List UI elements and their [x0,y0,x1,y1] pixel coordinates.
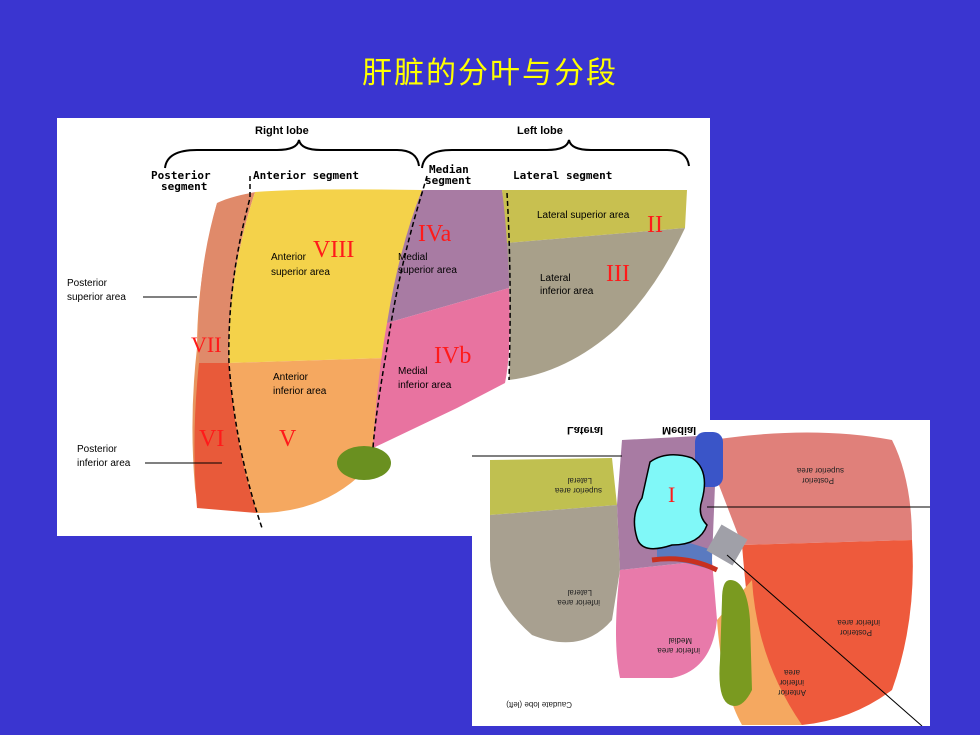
bottom-posterior-inferior-label-2: inferior area [837,618,880,627]
bottom-anterior-inferior-label-2: inferior [779,678,804,687]
segment-VII-numeral: VII [191,332,222,357]
segment-III-numeral: III [606,261,630,287]
right-lobe-label: Right lobe [255,125,309,137]
inferior-liver-shape [490,432,913,725]
segment-IVa-numeral: IVa [418,221,452,247]
anterior-superior-area-label-2: superior area [271,267,330,278]
bottom-lateral-inferior-label-2: inferior area [557,598,600,607]
medial-superior-area-label-2: superior area [398,265,457,276]
medial-inferior-area-label-2: inferior area [398,380,452,391]
lateral-inferior-area-label: Lateral [540,273,571,284]
bottom-lateral-superior-label-2: superior area [554,486,602,495]
posterior-superior-area-label-2: superior area [67,292,126,303]
posterior-inferior-area-label-2: inferior area [77,458,131,469]
median-segment-label: Median [429,163,469,176]
lobe-brace-left [421,139,690,169]
anterior-inferior-area-label-2: inferior area [273,386,327,397]
lateral-header-label: Lateral [567,424,603,436]
segment-boundary-lines [228,175,511,529]
lateral-segment-label: Lateral segment [513,169,612,182]
lateral-inferior-area-label-2: inferior area [540,286,594,297]
anterior-inferior-area-label: Anterior [273,372,309,383]
liver-anterior-view-panel: Right lobe Left lobe Posterior segment A… [57,118,710,536]
segment-VI-numeral: VI [199,426,224,452]
medial-superior-area-label: Medial [398,252,427,263]
bottom-posterior-superior-label-2: superior area [796,466,844,475]
liver-anterior-diagram: Right lobe Left lobe Posterior segment A… [67,125,690,529]
caudate-lobe-label: Caudate lobe (left) [506,700,572,709]
posterior-segment-label: Posterior [151,169,211,182]
segment-I-numeral: I [668,482,675,507]
slide-title: 肝脏的分叶与分段 [362,56,618,91]
medial-header-label: Medial [662,424,696,436]
median-segment-label-2: segment [425,174,471,187]
caudate-lobe-highlight [633,454,708,550]
bottom-anterior-inferior-label: Anterior [778,688,806,697]
segment-IVb-numeral: IVb [434,343,471,369]
bottom-anterior-inferior-label-3: area [783,668,800,677]
bottom-medial-inferior-label-2: inferior area [657,646,700,655]
bottom-posterior-superior-label: Posterior [802,476,834,485]
bottom-lateral-inferior-label: Lateral [567,588,592,597]
liver-shape [192,189,687,513]
pointer-line-anterior [726,554,923,726]
posterior-inferior-area-label: Posterior [77,444,118,455]
segment-V-numeral: V [279,426,297,452]
medial-inferior-area-label: Medial [398,366,427,377]
lateral-superior-area-label: Lateral superior area [537,210,630,221]
segment-VIII-numeral: VIII [313,237,354,263]
anterior-segment-label: Anterior segment [253,169,359,182]
liver-inferior-diagram: Lateral Medial Lateral superior area Pos… [472,424,930,726]
lobe-brace-right [164,139,420,169]
anterior-superior-area-label: Anterior [271,252,307,263]
left-lobe-label: Left lobe [517,125,563,137]
posterior-superior-area-label: Posterior [67,278,108,289]
bottom-medial-inferior-label: Medial [668,636,692,645]
liver-inferior-view-panel: Lateral Medial Lateral superior area Pos… [472,420,930,726]
bottom-posterior-inferior-label: Posterior [840,628,872,637]
segment-II-numeral: II [647,212,663,238]
posterior-segment-label-2: segment [161,180,207,193]
bottom-lateral-superior-label: Lateral [567,476,592,485]
